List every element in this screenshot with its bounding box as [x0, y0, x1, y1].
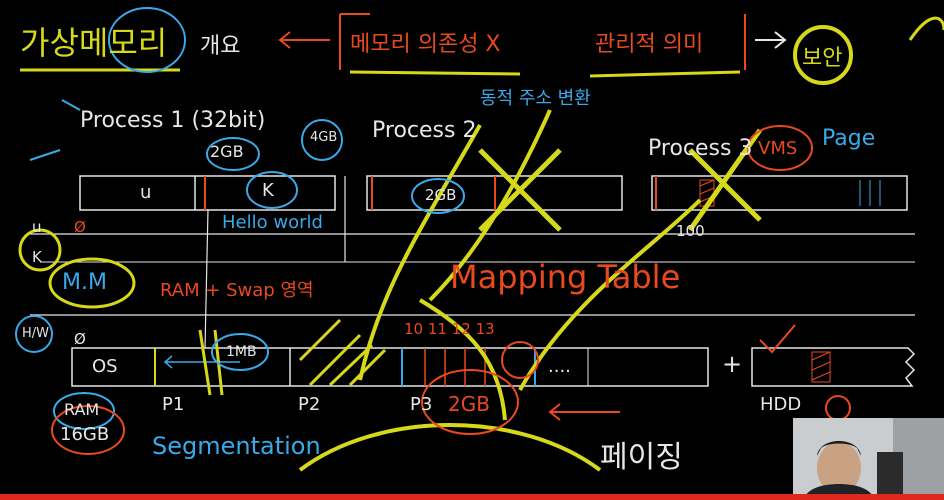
side-zero: Ø: [74, 330, 86, 348]
physical-p3: P3: [410, 394, 433, 415]
process-3-label: Process 3: [648, 136, 753, 161]
header-management: 관리적 의미: [595, 32, 704, 57]
side-ram-swap: RAM + Swap 영역: [160, 280, 314, 301]
process-3-offset: 100: [676, 222, 705, 240]
side-kernel: K: [32, 248, 42, 266]
ram-size: 16GB: [60, 424, 110, 445]
video-progress-fill: [0, 494, 944, 500]
physical-page-numbers: 10 11 12 13: [404, 320, 495, 338]
paging-label: 페이징: [600, 440, 683, 475]
mapping-table-label: Mapping Table: [450, 258, 681, 296]
header-security: 보안: [802, 46, 843, 71]
process-2-label: Process 2: [372, 118, 477, 143]
side-main-memory: M.M: [62, 270, 107, 295]
process-2-size: 4GB: [310, 130, 338, 145]
webcam-overlay: [793, 418, 944, 500]
process-1-user: u: [140, 182, 152, 203]
header-dynamic: 동적 주소 변환: [480, 88, 591, 109]
physical-2gb: 2GB: [448, 392, 490, 416]
segmentation-label: Segmentation: [152, 432, 321, 460]
process-2-block: 2GB: [425, 186, 457, 204]
process-1-hello: Hello world: [222, 212, 323, 233]
ram-label: RAM: [64, 400, 100, 419]
physical-hdd: HDD: [760, 394, 802, 415]
physical-plus: +: [722, 350, 743, 378]
process-1-label: Process 1 (32bit): [80, 108, 266, 133]
process-1-kernel: K: [262, 180, 274, 201]
physical-p1: P1: [162, 394, 185, 415]
presenter-image: [793, 418, 944, 500]
side-phi: Ø: [74, 218, 86, 236]
title-concept: 개요: [200, 34, 241, 59]
physical-os: OS: [92, 356, 118, 377]
physical-dots: ....: [548, 356, 571, 377]
title-virtual-memory: 가상메모리: [20, 24, 168, 62]
side-user: u: [32, 218, 42, 236]
physical-p2: P2: [298, 394, 321, 415]
process-3-vms: VMS: [758, 138, 798, 159]
process-3-page: Page: [822, 126, 876, 151]
process-1-size: 2GB: [210, 142, 244, 161]
side-hardware: H/W: [22, 326, 50, 341]
physical-1mb: 1MB: [226, 344, 257, 360]
header-independence: 메모리 의존성 X: [350, 32, 501, 57]
video-progress-bar[interactable]: [0, 494, 944, 500]
